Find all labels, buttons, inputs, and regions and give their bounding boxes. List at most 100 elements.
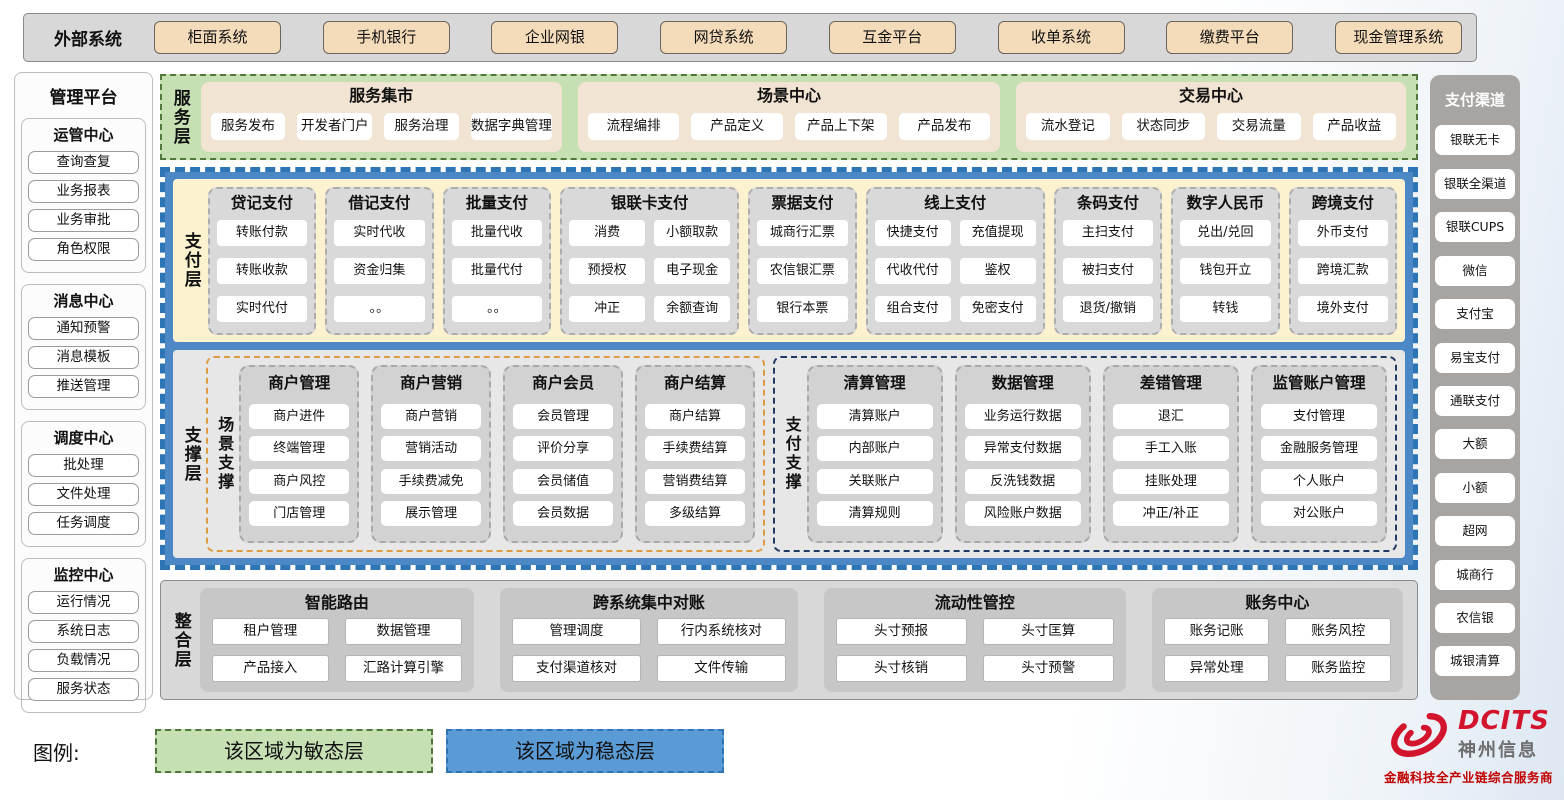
payment-column: 票据支付城商行汇票农信银汇票银行本票 [748, 186, 857, 335]
integration-item: 账务风控 [1285, 618, 1391, 645]
integration-group: 智能路由租户管理数据管理产品接入汇路计算引擎 [199, 588, 475, 692]
support-column-title: 差错管理 [1139, 374, 1202, 392]
support-item: 风险账户数据 [964, 500, 1081, 526]
integration-item: 头寸核销 [835, 655, 967, 682]
payment-column-title: 批量支付 [465, 193, 528, 212]
payment-item: 城商行汇票 [757, 220, 848, 247]
support-column-items: 商户营销营销活动手续费减免展示管理 [381, 397, 482, 533]
mgmt-groups: 运管中心查询查复业务报表业务审批角色权限消息中心通知预警消息模板推送管理调度中心… [21, 118, 146, 713]
support-column-items: 支付管理金融服务管理个人账户对公账户 [1260, 397, 1378, 533]
integration-item: 产品接入 [211, 655, 329, 682]
support-item: 会员储值 [513, 468, 614, 494]
integration-item: 汇路计算引擎 [344, 655, 463, 682]
integration-item: 头寸匡算 [982, 618, 1114, 645]
external-system-chip: 手机银行 [322, 21, 450, 54]
integration-group-title: 流动性管控 [934, 593, 1015, 612]
payment-column: 借记支付实时代收资金归集。。 [325, 186, 434, 335]
integration-group-title: 账务中心 [1245, 593, 1310, 612]
external-system-chip: 互金平台 [828, 21, 956, 54]
service-item: 流程编排 [587, 112, 680, 140]
mgmt-item: 查询查复 [28, 151, 139, 174]
payment-item: 冲正 [569, 295, 646, 322]
payment-column-items: 批量代收批量代付。。 [451, 216, 543, 327]
payment-item: 外币支付 [1297, 220, 1389, 247]
payment-column: 线上支付快捷支付充值提现代收代付鉴权组合支付免密支付 [865, 186, 1045, 335]
payment-item: 兑出/兑回 [1180, 220, 1271, 247]
stable-layer-box: 支付层 贷记支付转账付款转账收款实时代付借记支付实时代收资金归集。。批量支付批量… [160, 167, 1418, 570]
support-item: 手工入账 [1112, 436, 1229, 462]
support-item: 清算账户 [816, 404, 933, 430]
support-item: 对公账户 [1260, 500, 1378, 526]
support-item: 手续费减免 [381, 468, 482, 494]
support-column: 清算管理清算账户内部账户关联账户清算规则 [806, 365, 943, 543]
support-column: 数据管理业务运行数据异常支付数据反洗钱数据风险账户数据 [954, 365, 1091, 543]
payment-item: 主扫支付 [1062, 220, 1154, 247]
mgmt-group: 运管中心查询查复业务报表业务审批角色权限 [21, 118, 146, 273]
channel-item: 城商行 [1435, 559, 1515, 590]
integration-item: 支付渠道核对 [512, 655, 641, 682]
payment-item: 充值提现 [959, 220, 1036, 247]
payment-column-title: 跨境支付 [1311, 193, 1374, 212]
mgmt-item: 批处理 [28, 454, 139, 477]
support-item: 异常支付数据 [964, 436, 1081, 462]
support-column: 商户营销商户营销营销活动手续费减免展示管理 [371, 365, 492, 543]
payment-column: 跨境支付外币支付跨境汇款境外支付 [1288, 186, 1398, 335]
support-group-payment: 支付支撑清算管理清算账户内部账户关联账户清算规则数据管理业务运行数据异常支付数据… [772, 356, 1397, 552]
support-groups: 场景支撑商户管理商户进件终端管理商户风控门店管理商户营销商户营销营销活动手续费减… [205, 356, 1397, 552]
integration-item: 账务监控 [1285, 655, 1391, 682]
payment-column-title: 贷记支付 [230, 193, 293, 212]
payment-column: 银联卡支付消费小额取款预授权电子现金冲正余额查询 [560, 186, 740, 335]
service-group-title: 服务集市 [349, 86, 414, 105]
service-group-items: 流水登记状态同步交易流量产品收益 [1026, 107, 1397, 145]
integration-item: 管理调度 [512, 618, 641, 645]
integration-item: 头寸预警 [982, 655, 1114, 682]
payment-item: 组合支付 [874, 295, 951, 322]
support-column: 商户管理商户进件终端管理商户风控门店管理 [239, 365, 360, 543]
support-column-title: 商户营销 [400, 374, 463, 392]
payment-column-items: 主扫支付被扫支付退货/撤销 [1062, 216, 1154, 327]
legend-swatch: 该区域为稳态层 [446, 729, 724, 773]
support-column-title: 监管账户管理 [1272, 374, 1366, 392]
support-column: 商户会员会员管理评价分享会员储值会员数据 [503, 365, 624, 543]
payment-column-title: 条码支付 [1076, 193, 1139, 212]
payment-item: 转钱 [1180, 295, 1271, 322]
support-column-title: 商户结算 [664, 374, 727, 392]
integration-group-title: 智能路由 [304, 593, 369, 612]
integration-item: 租户管理 [211, 618, 329, 645]
payment-column-title: 票据支付 [771, 193, 834, 212]
support-group-label: 支付支撑 [782, 416, 802, 492]
channel-item: 银联CUPS [1435, 212, 1515, 243]
support-item: 业务运行数据 [964, 404, 1081, 430]
mgmt-item: 业务审批 [28, 209, 139, 232]
support-item: 商户结算 [645, 404, 745, 430]
payment-column: 数字人民币兑出/兑回钱包开立转钱 [1171, 186, 1280, 335]
payment-column-items: 实时代收资金归集。。 [334, 216, 425, 327]
dcits-brand: DCITS [1458, 706, 1550, 737]
payment-item: 转账付款 [216, 220, 308, 247]
mgmt-item: 服务状态 [28, 678, 139, 701]
legend: 图例: 该区域为敏态层该区域为稳态层 [33, 729, 737, 773]
integration-group-items: 账务记账账务风控异常处理账务监控 [1163, 616, 1391, 684]
payment-item: 批量代收 [451, 220, 543, 247]
external-system-chip: 收单系统 [997, 21, 1125, 54]
integration-item: 账务记账 [1163, 618, 1270, 645]
service-item: 产品收益 [1312, 112, 1397, 140]
payment-column-items: 快捷支付充值提现代收代付鉴权组合支付免密支付 [874, 216, 1036, 327]
management-platform-title: 管理平台 [49, 88, 118, 108]
mgmt-item: 运行情况 [28, 591, 139, 614]
channel-item: 大额 [1435, 429, 1515, 460]
payment-column-title: 借记支付 [348, 193, 411, 212]
payment-item: 。。 [334, 295, 425, 322]
legend-label: 图例: [33, 740, 80, 765]
service-group-items: 服务发布开发者门户服务治理数据字典管理 [210, 107, 552, 145]
integration-group-items: 管理调度行内系统核对支付渠道核对文件传输 [512, 616, 786, 684]
payment-item: 转账收款 [216, 258, 308, 284]
support-item: 会员管理 [513, 404, 614, 430]
mgmt-item: 通知预警 [28, 317, 139, 340]
payment-item: 代收代付 [874, 258, 951, 284]
channel-item: 农信银 [1435, 603, 1515, 634]
support-column: 监管账户管理支付管理金融服务管理个人账户对公账户 [1250, 365, 1388, 543]
payment-item: 批量代付 [451, 258, 543, 284]
support-item: 商户进件 [249, 404, 350, 430]
